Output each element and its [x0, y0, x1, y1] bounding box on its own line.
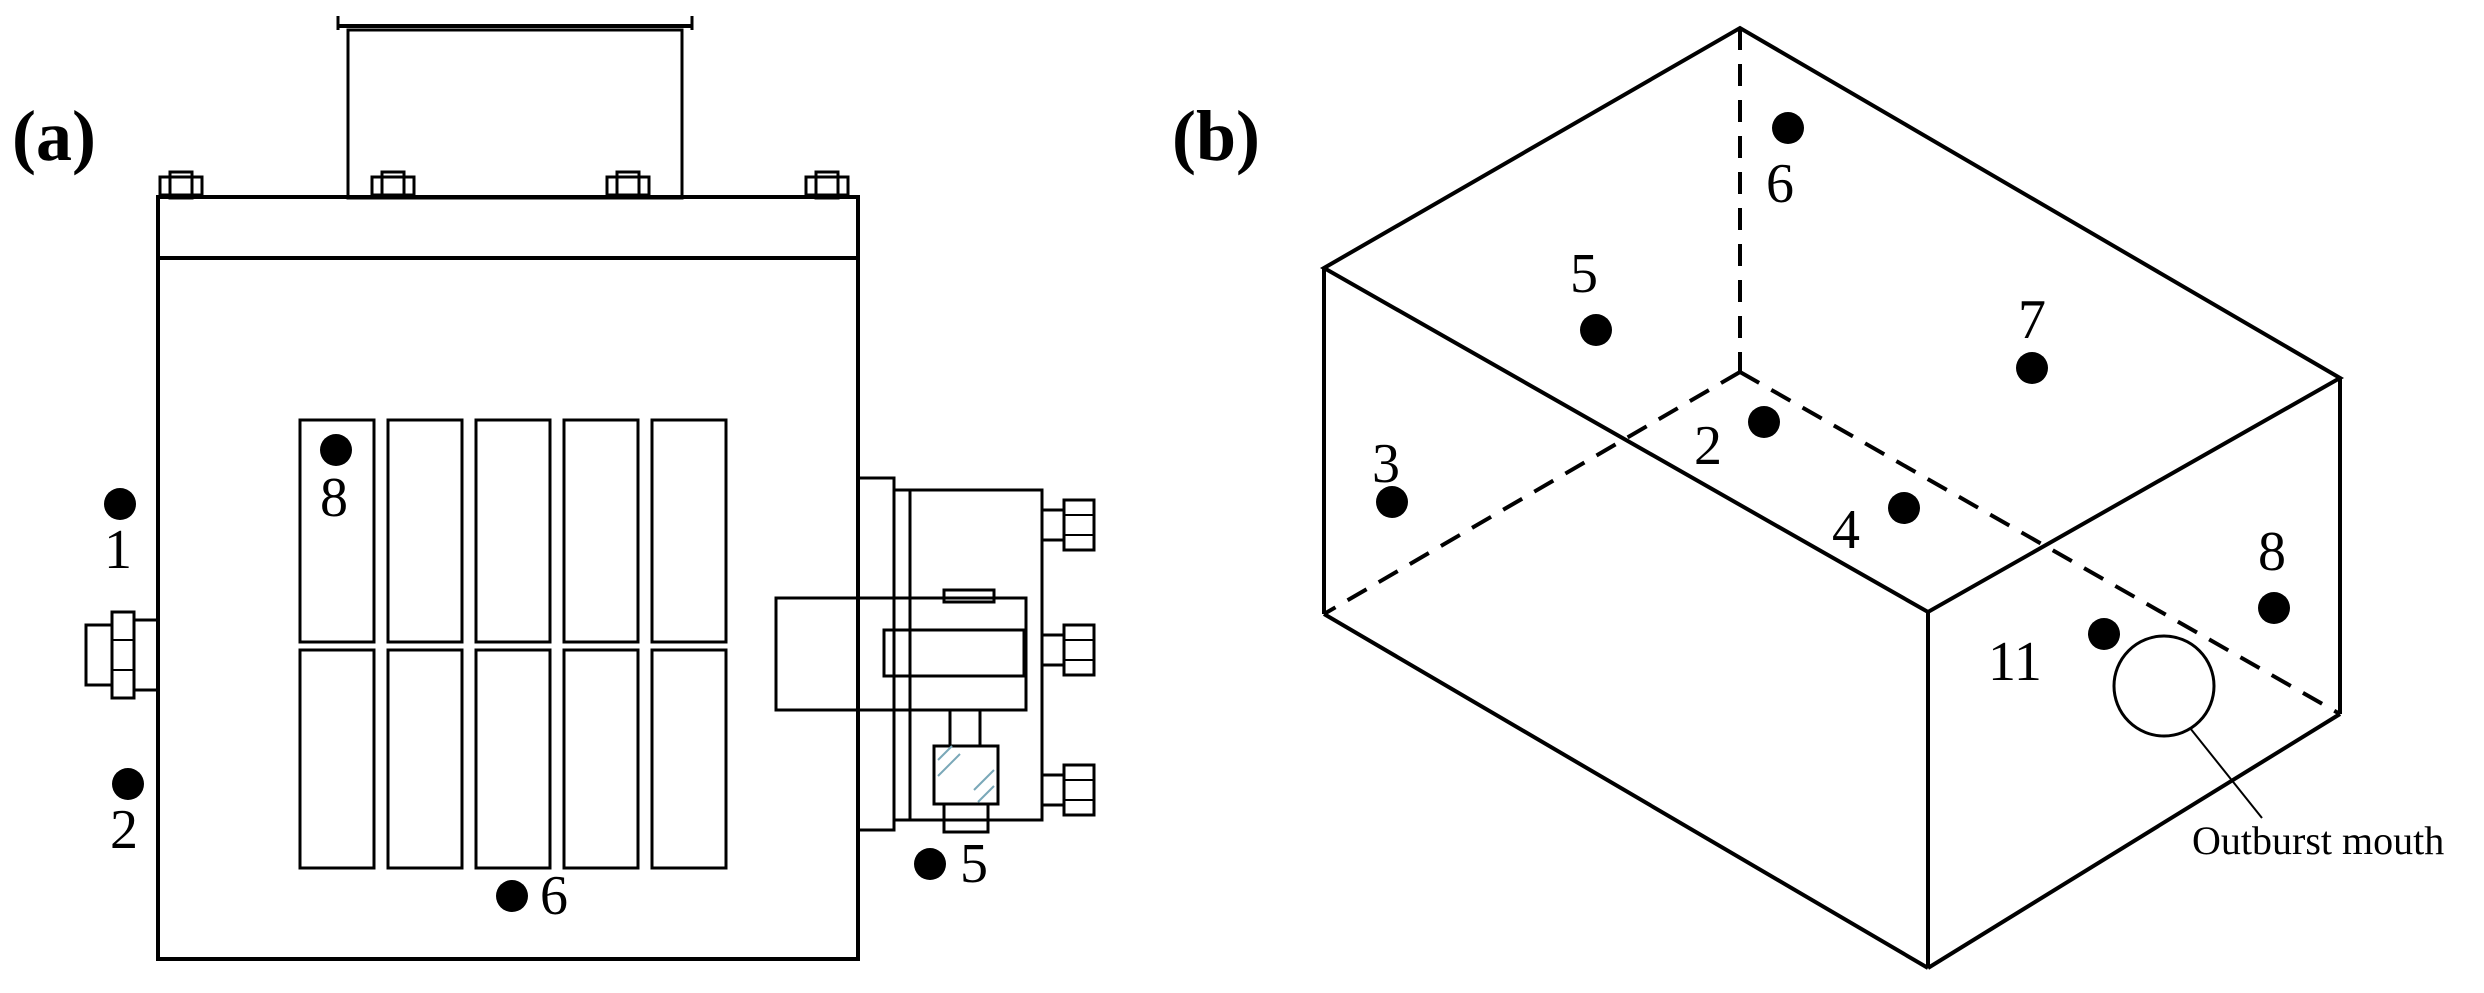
point-7-label: 7 [2018, 289, 2046, 351]
point-5-label-b: 5 [1570, 243, 1598, 305]
right-clamp [774, 476, 1096, 834]
point-8-marker [320, 434, 352, 466]
point-8-label: 8 [320, 467, 348, 529]
top-bolts [158, 170, 850, 200]
point-1-label: 1 [104, 519, 132, 581]
point-7-marker [2016, 352, 2048, 384]
outburst-mouth: Outburst mouth [2112, 634, 2444, 863]
point-2-marker [112, 768, 144, 800]
panel-b-points: 2 3 4 5 6 7 8 11 [1372, 112, 2290, 693]
point-3-label: 3 [1372, 433, 1400, 495]
point-4-label: 4 [1832, 499, 1860, 561]
point-5-label: 5 [960, 833, 988, 895]
point-6-label-b: 6 [1766, 153, 1794, 215]
left-fitting [84, 610, 160, 700]
box-solid-edges [1319, 25, 2345, 970]
point-5-marker-b [1580, 314, 1612, 346]
point-6-label: 6 [540, 865, 568, 927]
point-6-marker-b [1772, 112, 1804, 144]
point-8-label-b: 8 [2258, 521, 2286, 583]
window-grid [298, 418, 728, 870]
point-4-marker [1888, 492, 1920, 524]
main-body [156, 195, 860, 961]
panel-a: (a) [12, 16, 1096, 961]
point-11-label: 11 [1988, 631, 2042, 693]
point-6-marker [496, 880, 528, 912]
outburst-mouth-circle [2112, 634, 2216, 738]
panel-b: (b) Outburst mouth 2 3 [1172, 25, 2444, 970]
panel-b-label: (b) [1172, 96, 1260, 176]
point-5-marker [914, 848, 946, 880]
box-hidden-edges [1322, 28, 2341, 716]
panel-a-points: 1 2 5 6 8 [104, 434, 988, 927]
point-3-marker [1376, 486, 1408, 518]
point-1-marker [104, 488, 136, 520]
point-2-marker-b [1748, 406, 1780, 438]
outburst-mouth-label: Outburst mouth [2192, 818, 2444, 863]
panel-a-label: (a) [12, 96, 96, 176]
point-2-label: 2 [110, 799, 138, 861]
point-8-marker-b [2258, 592, 2290, 624]
point-2-label-b: 2 [1694, 415, 1722, 477]
point-11-marker [2088, 618, 2120, 650]
